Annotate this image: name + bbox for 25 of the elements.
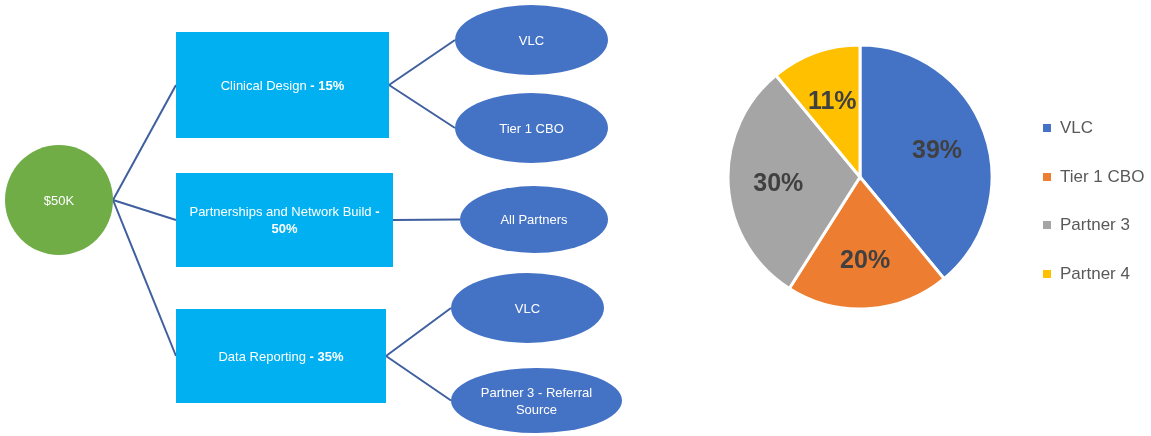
connector-line <box>388 39 456 86</box>
oval-node: Partner 3 - Referral Source <box>451 368 622 433</box>
data-label: 39% <box>912 134 962 164</box>
legend-label: Partner 3 <box>1060 215 1130 235</box>
process-box: Clinical Design - 15% <box>176 32 389 138</box>
connector-line <box>112 199 177 221</box>
data-label: 20% <box>840 244 891 274</box>
data-label: 11% <box>807 85 857 115</box>
oval-node: All Partners <box>460 186 608 253</box>
data-label: 30% <box>753 167 804 197</box>
connector-line <box>388 84 456 129</box>
legend-label: Tier 1 CBO <box>1060 166 1145 187</box>
oval-node: Tier 1 CBO <box>455 93 608 163</box>
connector-line <box>112 199 177 357</box>
connector-line <box>385 307 452 357</box>
process-box: Data Reporting - 35% <box>176 309 386 403</box>
connector-line <box>112 84 177 201</box>
legend-label: Partner 4 <box>1060 263 1130 284</box>
connector-line <box>392 218 461 221</box>
process-box: Partnerships and Network Build - 50% <box>176 173 393 267</box>
legend-label: VLC <box>1060 118 1094 138</box>
oval-node: VLC <box>455 5 608 75</box>
oval-node: VLC <box>451 273 604 343</box>
connector-line <box>385 355 452 402</box>
circle-node: $50K <box>5 145 113 255</box>
